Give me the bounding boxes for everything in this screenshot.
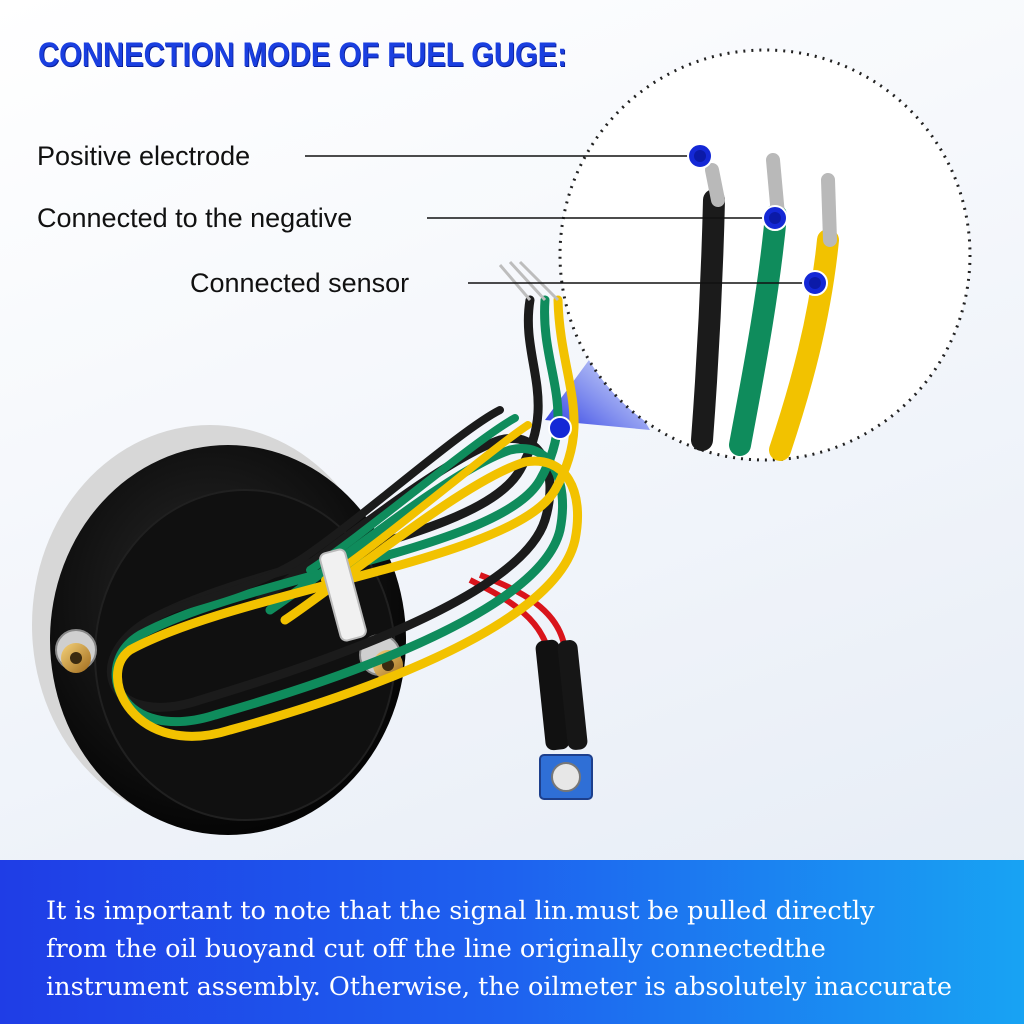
label-positive: Positive electrode xyxy=(37,141,251,171)
marker-negative xyxy=(762,205,788,231)
cable-tie xyxy=(319,548,367,642)
wire-bundle xyxy=(106,295,583,741)
page-title: CONNECTION MODE OF FUEL GUGE: xyxy=(38,36,568,74)
label-negative: Connected to the negative xyxy=(37,203,353,233)
potentiometer xyxy=(539,754,593,800)
marker-sensor xyxy=(802,270,828,296)
leader-lines xyxy=(305,155,815,284)
stripped-wire-ends xyxy=(498,260,560,302)
note-line-1: It is important to note that the signal … xyxy=(46,896,875,926)
marker-positive xyxy=(687,143,713,169)
zoomed-wires xyxy=(691,153,839,461)
note-line-3: instrument assembly. Otherwise, the oilm… xyxy=(46,972,952,1002)
gauge-illustration xyxy=(32,48,972,835)
terminal-left xyxy=(55,629,97,673)
shrink-tube-2 xyxy=(557,640,588,750)
note-banner xyxy=(0,860,1024,1024)
marker-source xyxy=(548,416,572,440)
note-line-2: from the oil buoyand cut off the line or… xyxy=(46,934,826,964)
label-sensor: Connected sensor xyxy=(190,268,410,298)
note-text: It is important to note that the signal … xyxy=(46,892,1006,1006)
